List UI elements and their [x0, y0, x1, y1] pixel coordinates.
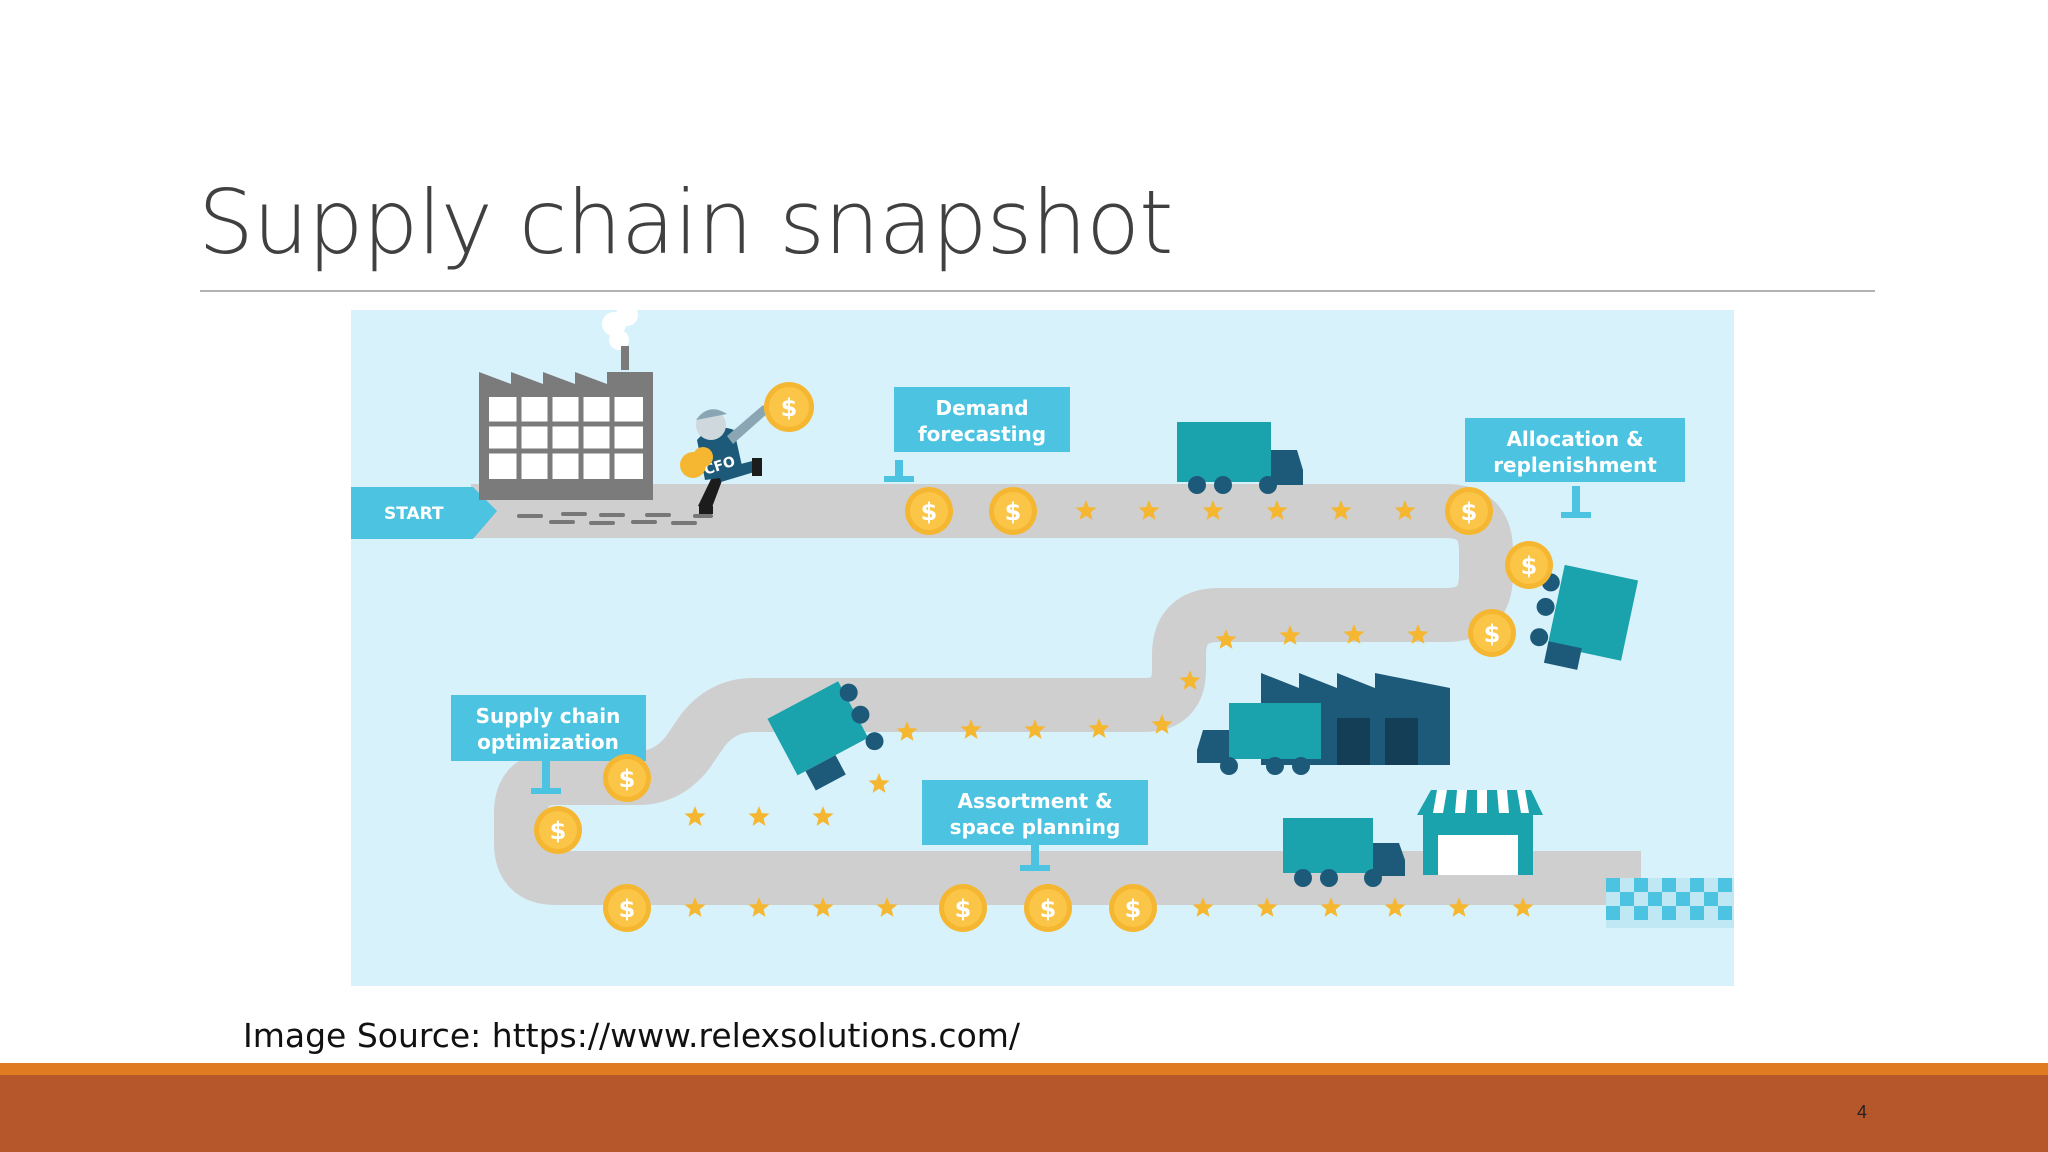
coin-icon: $	[534, 806, 582, 854]
svg-text:$: $	[1005, 498, 1022, 526]
star-icon	[1192, 897, 1214, 917]
start-label: START	[384, 504, 444, 524]
star-icon	[1088, 718, 1110, 738]
coin-icon: $	[905, 487, 953, 535]
sign-allocation-line1: Allocation &	[1506, 427, 1643, 451]
svg-text:$: $	[955, 895, 972, 923]
star-icon	[1320, 897, 1342, 917]
star-icon	[1215, 629, 1237, 649]
star-icon	[896, 721, 918, 741]
svg-text:$: $	[921, 498, 938, 526]
sign-assortment-line2: space planning	[950, 815, 1121, 839]
supply-chain-illustration: START CFO $ Demand	[351, 310, 1734, 986]
star-icon	[1512, 897, 1534, 917]
title-divider	[200, 290, 1875, 292]
truck-icon	[767, 681, 884, 791]
sign-supply-chain-optimization: Supply chain optimization	[451, 695, 646, 794]
finish-checker-flag	[1606, 878, 1734, 928]
svg-text:$: $	[619, 895, 636, 923]
sign-optimization-line2: optimization	[477, 730, 619, 754]
road-path	[471, 484, 1641, 905]
coin-icon: $	[1505, 541, 1553, 589]
footer-band	[0, 1075, 2048, 1152]
star-icon	[812, 806, 834, 826]
star-icon	[1384, 897, 1406, 917]
coin-icon: $	[989, 487, 1037, 535]
road-markers: $ $ $ $ $ $ $ $ $ $ $	[534, 487, 1553, 932]
star-icon	[1266, 500, 1288, 520]
image-source-caption: Image Source: https://www.relexsolutions…	[243, 1016, 1021, 1055]
svg-text:$: $	[781, 394, 798, 422]
svg-text:$: $	[1461, 498, 1478, 526]
coin-icon: $	[603, 884, 651, 932]
star-icon	[812, 897, 834, 917]
svg-text:$: $	[1521, 552, 1538, 580]
footer-accent-bar	[0, 1063, 2048, 1075]
sign-demand-forecasting: Demand forecasting	[884, 387, 1070, 482]
coin-icon: $	[1445, 487, 1493, 535]
start-dashes	[517, 512, 713, 525]
coin-icon: $	[1109, 884, 1157, 932]
truck-icon	[1177, 422, 1303, 494]
sign-allocation-line2: replenishment	[1493, 453, 1657, 477]
star-icon	[1179, 670, 1201, 690]
coin-icon: $	[939, 884, 987, 932]
star-icon	[960, 719, 982, 739]
star-icon	[1330, 500, 1352, 520]
page-number: 4	[1856, 1102, 1867, 1122]
star-icon	[1202, 500, 1224, 520]
truck-icon	[1283, 818, 1405, 887]
star-icon	[1075, 500, 1097, 520]
star-icon	[684, 806, 706, 826]
svg-text:$: $	[1484, 620, 1501, 648]
star-icon	[1394, 500, 1416, 520]
star-icon	[1256, 897, 1278, 917]
sign-demand-line2: forecasting	[918, 422, 1046, 446]
star-icon	[868, 773, 890, 793]
coin-icon: $	[1024, 884, 1072, 932]
coin-icon: $	[764, 382, 814, 432]
star-icon	[876, 897, 898, 917]
star-icon	[1151, 714, 1173, 734]
svg-text:$: $	[1040, 895, 1057, 923]
star-icon	[1024, 719, 1046, 739]
star-icon	[1279, 625, 1301, 645]
svg-text:$: $	[550, 817, 567, 845]
star-icon	[1448, 897, 1470, 917]
factory-icon	[479, 310, 653, 500]
start-flag	[351, 487, 497, 539]
sign-assortment-space-planning: Assortment & space planning	[922, 780, 1148, 871]
store-icon	[1417, 790, 1543, 875]
sign-demand-line1: Demand	[935, 396, 1028, 420]
sign-allocation-replenishment: Allocation & replenishment	[1465, 418, 1685, 518]
coin-icon: $	[603, 754, 651, 802]
svg-text:$: $	[1125, 895, 1142, 923]
sign-optimization-line1: Supply chain	[476, 704, 621, 728]
slide-title: Supply chain snapshot	[198, 171, 1173, 274]
truck-icon	[1530, 564, 1639, 670]
coin-icon: $	[1468, 609, 1516, 657]
sign-assortment-line1: Assortment &	[957, 789, 1112, 813]
star-icon	[684, 897, 706, 917]
svg-text:$: $	[619, 765, 636, 793]
star-icon	[1343, 624, 1365, 644]
cfo-runner-icon: CFO	[680, 405, 769, 514]
star-icon	[748, 806, 770, 826]
truck-icon	[1197, 703, 1321, 775]
star-icon	[1138, 500, 1160, 520]
star-icon	[748, 897, 770, 917]
star-icon	[1407, 624, 1429, 644]
